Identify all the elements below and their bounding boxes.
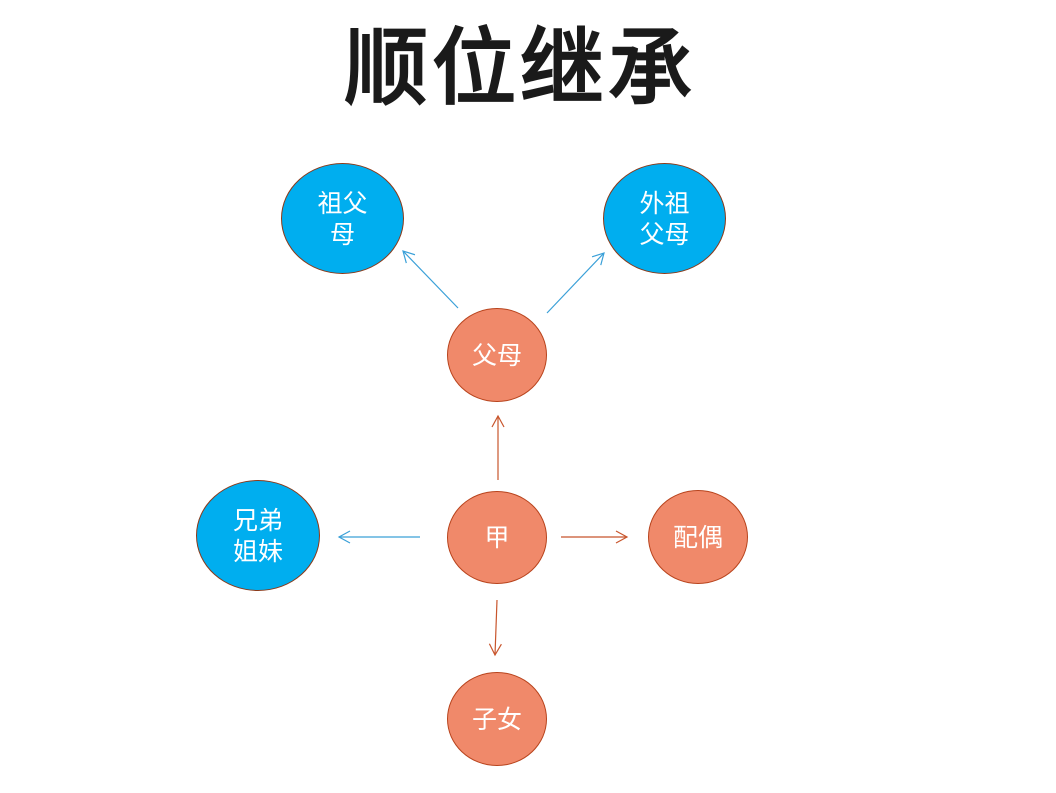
node-maternal-grandparents-label: 外祖 父母 <box>639 188 690 249</box>
arrow-self-to-children <box>488 599 502 657</box>
arrow-parents-to-maternal-grandparents <box>546 252 605 314</box>
node-siblings: 兄弟 姐妹 <box>196 480 320 591</box>
node-siblings-label: 兄弟 姐妹 <box>232 505 283 566</box>
node-children-label: 子女 <box>471 704 522 734</box>
node-spouse: 配偶 <box>648 490 748 584</box>
node-spouse-label: 配偶 <box>672 522 723 552</box>
node-self: 甲 <box>447 491 547 584</box>
node-maternal-grandparents: 外祖 父母 <box>603 163 726 274</box>
node-parents: 父母 <box>447 308 547 402</box>
node-self-label: 甲 <box>484 523 510 552</box>
node-grandparents: 祖父 母 <box>281 163 404 274</box>
arrow-parents-to-grandparents <box>402 250 459 309</box>
page-title: 顺位继承 <box>343 18 696 117</box>
node-grandparents-label: 祖父 母 <box>317 188 368 249</box>
node-children: 子女 <box>447 672 547 766</box>
node-parents-label: 父母 <box>471 340 522 370</box>
